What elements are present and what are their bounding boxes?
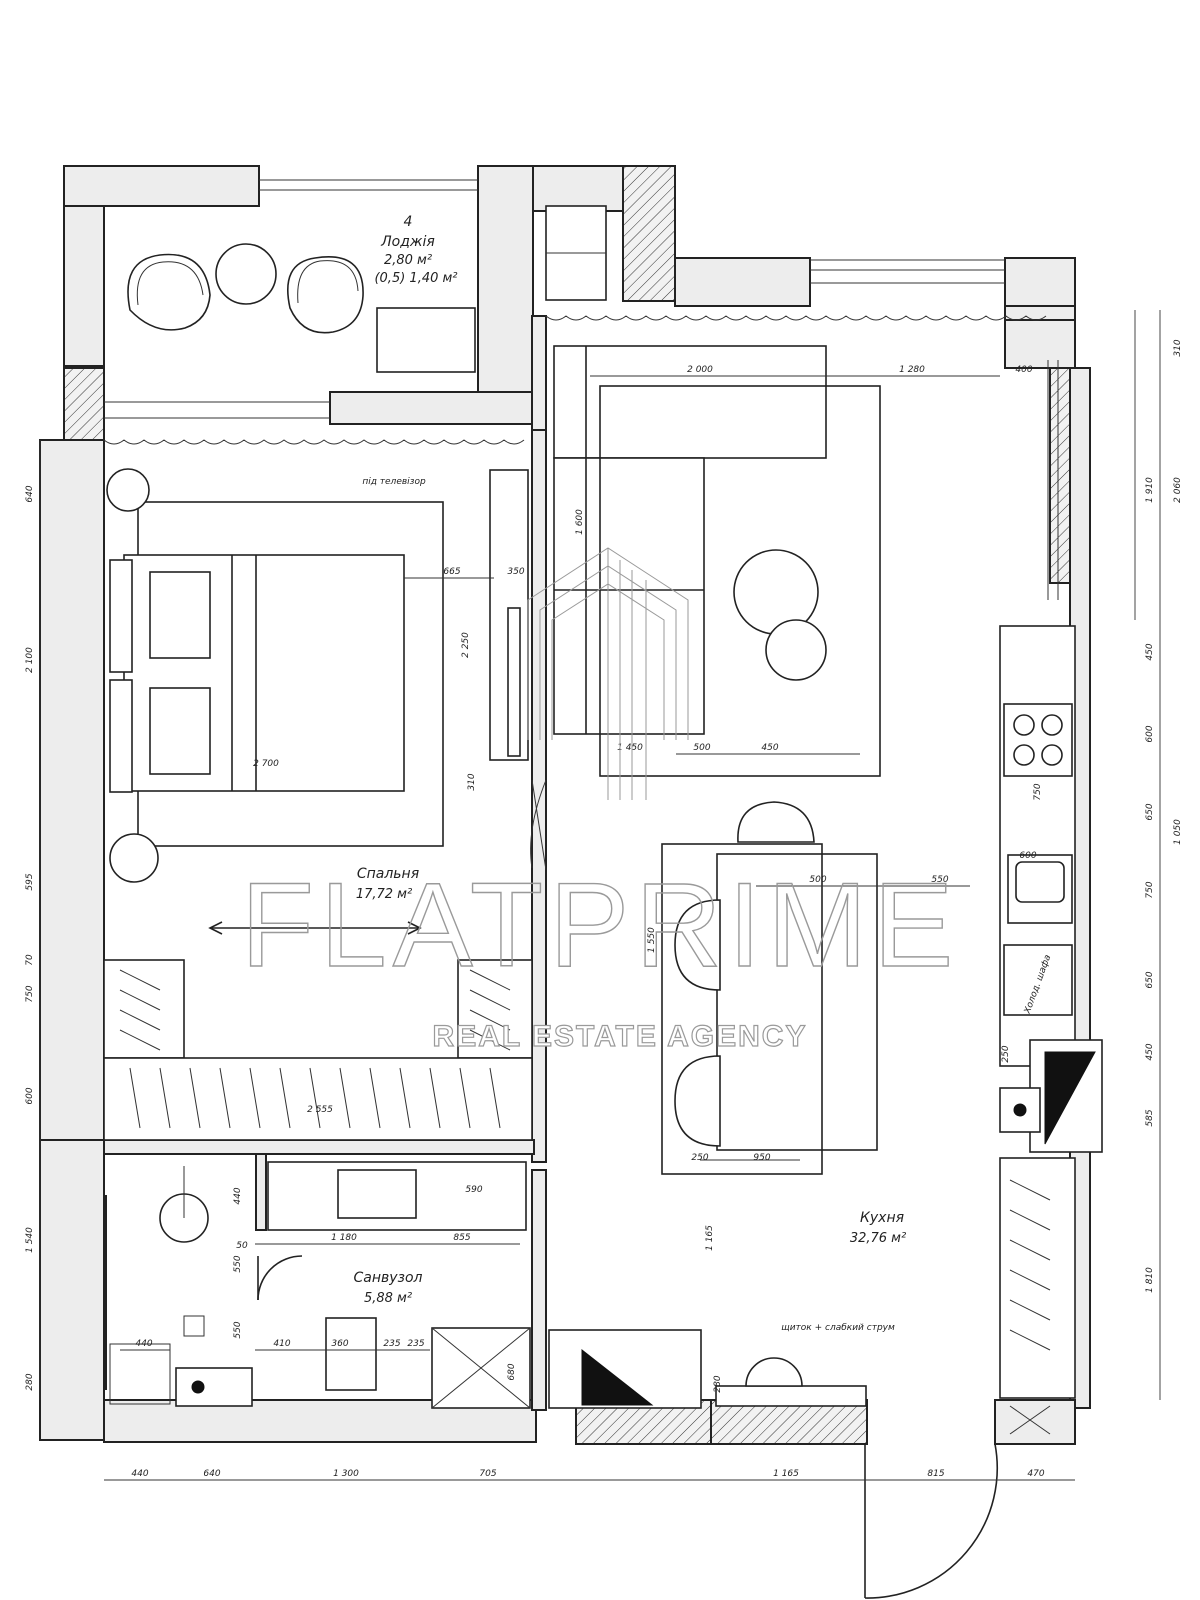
- bedroom-area: 17,72 м²: [356, 887, 412, 902]
- watermark: FLATPRIME REAL ESTATE AGENCY: [240, 547, 960, 1054]
- dimension-label: 595: [25, 873, 35, 890]
- dimension-label: 705: [479, 1469, 496, 1479]
- dimension-label: 2 555: [307, 1105, 333, 1115]
- dimension-label: 1 600: [575, 509, 585, 535]
- dimension-label: 450: [761, 743, 778, 753]
- windows: [103, 179, 1059, 600]
- dimension-label: 600: [1019, 851, 1036, 861]
- dimension-label: 650: [1145, 971, 1155, 988]
- dimension-label: 280: [25, 1373, 35, 1390]
- walls: [39, 165, 1091, 1445]
- loggia-name: Лоджія: [380, 234, 435, 250]
- dimension-label: 1 165: [705, 1225, 715, 1251]
- loggia-area-coef: (0,5) 1,40 м²: [374, 271, 457, 286]
- dimension-label: 2 700: [253, 759, 279, 769]
- dimension-label: 250: [1001, 1045, 1011, 1062]
- dimension-label: 250: [691, 1153, 708, 1163]
- dimension-label: 2 060: [1173, 477, 1183, 503]
- dimension-label: 750: [1145, 881, 1155, 898]
- living-furniture: [545, 205, 1103, 1599]
- dimension-label: 1 165: [773, 1469, 799, 1479]
- watermark-tagline: REAL ESTATE AGENCY: [433, 1020, 808, 1053]
- kitchen-name: Кухня: [860, 1210, 904, 1226]
- dimension-label: 1 540: [25, 1227, 35, 1253]
- bathroom-name: Санвузол: [353, 1270, 422, 1286]
- column-left-top: [63, 367, 105, 441]
- dimension-label: 750: [1033, 783, 1043, 800]
- dimension-labels: 2 000 1 280 400 310 1 910 2 060 450 600 650 750 1 …: [25, 339, 1183, 1479]
- dimension-label: 2 100: [25, 647, 35, 673]
- bedroom-name: Спальня: [357, 866, 419, 882]
- dimension-label: 680: [507, 1363, 517, 1380]
- dimension-label: 360: [331, 1339, 348, 1349]
- dimension-label: 1 300: [333, 1469, 359, 1479]
- dimension-label: 1 280: [899, 365, 925, 375]
- loggia-number: 4: [404, 214, 413, 230]
- dimension-label: 1 910: [1145, 477, 1155, 503]
- tv-note: під телевізор: [362, 477, 426, 487]
- dimension-label: 470: [1027, 1469, 1044, 1479]
- room-labels: 4 Лоджія 2,80 м² (0,5) 1,40 м² Спальня 1…: [353, 214, 1053, 1333]
- dimension-label: 1 050: [1173, 819, 1183, 845]
- watermark-logo-icon: [527, 547, 689, 800]
- dimension-label: 1 450: [617, 743, 643, 753]
- dimension-label: 590: [465, 1185, 482, 1195]
- bathroom-furniture: [109, 1161, 531, 1409]
- dimension-label: 500: [693, 743, 710, 753]
- dimension-label: 450: [1145, 643, 1155, 660]
- dimension-label: 1 180: [331, 1233, 357, 1243]
- dimension-label: 640: [203, 1469, 220, 1479]
- dimension-label: 1 550: [647, 927, 657, 953]
- dimension-label: 2 250: [461, 632, 471, 658]
- loggia-furniture: [127, 243, 476, 373]
- dimension-label: 600: [1145, 725, 1155, 742]
- dimension-label: 550: [233, 1255, 243, 1272]
- dimension-label: 650: [1145, 803, 1155, 820]
- dimension-label: 70: [25, 954, 35, 966]
- dimension-label: 400: [1015, 365, 1032, 375]
- dimension-label: 2 000: [687, 365, 713, 375]
- column-top: [622, 165, 676, 302]
- dimension-label: 235: [383, 1339, 400, 1349]
- dimension-label: 950: [753, 1153, 770, 1163]
- dimension-lines: [39, 310, 1161, 1481]
- dimension-label: 350: [507, 567, 524, 577]
- dimension-label: 640: [25, 485, 35, 502]
- bathroom-area: 5,88 м²: [364, 1291, 412, 1306]
- dimension-label: 550: [233, 1321, 243, 1338]
- dimension-label: 410: [273, 1339, 290, 1349]
- dimension-label: 440: [233, 1187, 243, 1204]
- dimension-label: 815: [927, 1469, 944, 1479]
- dimension-label: 500: [809, 875, 826, 885]
- dimension-label: 550: [931, 875, 948, 885]
- watermark-brand: FLATPRIME: [241, 858, 960, 992]
- bedroom-furniture: [103, 468, 547, 1141]
- kitchen-area: 32,76 м²: [850, 1231, 906, 1246]
- dimension-label: 310: [467, 773, 477, 790]
- dimension-label: 50: [236, 1241, 248, 1251]
- loggia-area: 2,80 м²: [384, 253, 432, 268]
- column-bottom-2: [710, 1399, 868, 1445]
- dimension-label: 600: [25, 1087, 35, 1104]
- dimension-label: 440: [135, 1339, 152, 1349]
- dimension-label: 665: [443, 567, 460, 577]
- dimension-label: 585: [1145, 1109, 1155, 1126]
- dimension-label: 280: [713, 1375, 723, 1392]
- dimension-label: 235: [407, 1339, 424, 1349]
- dimension-label: 855: [453, 1233, 470, 1243]
- electrical-note: щиток + слабкий струм: [781, 1323, 895, 1333]
- dimension-label: 450: [1145, 1043, 1155, 1060]
- dimension-label: 440: [131, 1469, 148, 1479]
- dimension-label: 310: [1173, 339, 1183, 356]
- dimension-label: 1 810: [1145, 1267, 1155, 1293]
- dimension-label: 750: [25, 985, 35, 1002]
